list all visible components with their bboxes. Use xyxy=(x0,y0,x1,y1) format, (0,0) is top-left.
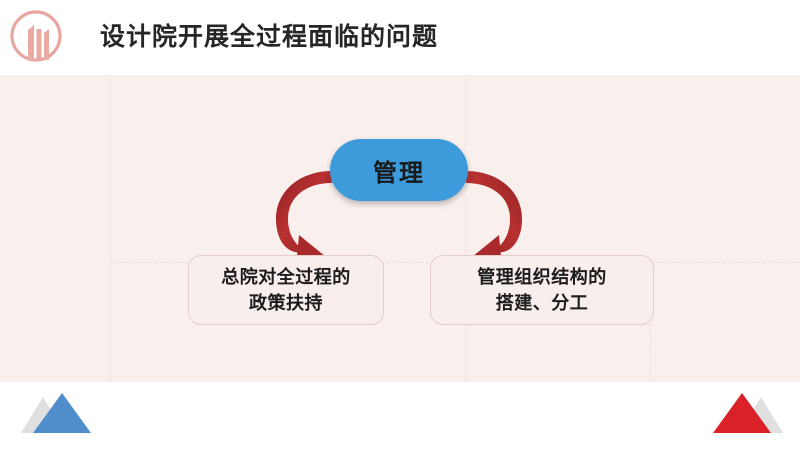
branch-left-line-2: 政策扶持 xyxy=(249,293,323,313)
center-node-label: 管理 xyxy=(373,159,425,187)
center-node-management[interactable]: 管理 xyxy=(330,139,468,201)
page-title: 设计院开展全过程面临的问题 xyxy=(100,23,439,51)
branch-right-line-1: 管理组织结构的 xyxy=(477,267,607,287)
arrow-left-icon xyxy=(276,171,332,267)
slide-footer xyxy=(0,382,800,450)
triangle-red-icon xyxy=(713,393,771,433)
slide-header: 设计院开展全过程面临的问题 xyxy=(0,0,800,75)
arrow-right-icon xyxy=(466,171,522,267)
arrow-layer xyxy=(276,171,522,267)
branch-box-right[interactable]: 管理组织结构的 搭建、分工 xyxy=(430,255,654,325)
content-background xyxy=(0,75,800,382)
triangle-blue-icon xyxy=(33,393,91,433)
branch-right-line-2: 搭建、分工 xyxy=(495,293,589,313)
branch-left-line-1: 总院对全过程的 xyxy=(221,267,351,287)
branch-box-left[interactable]: 总院对全过程的 政策扶持 xyxy=(188,255,384,325)
institute-circle-logo-icon xyxy=(8,8,64,66)
